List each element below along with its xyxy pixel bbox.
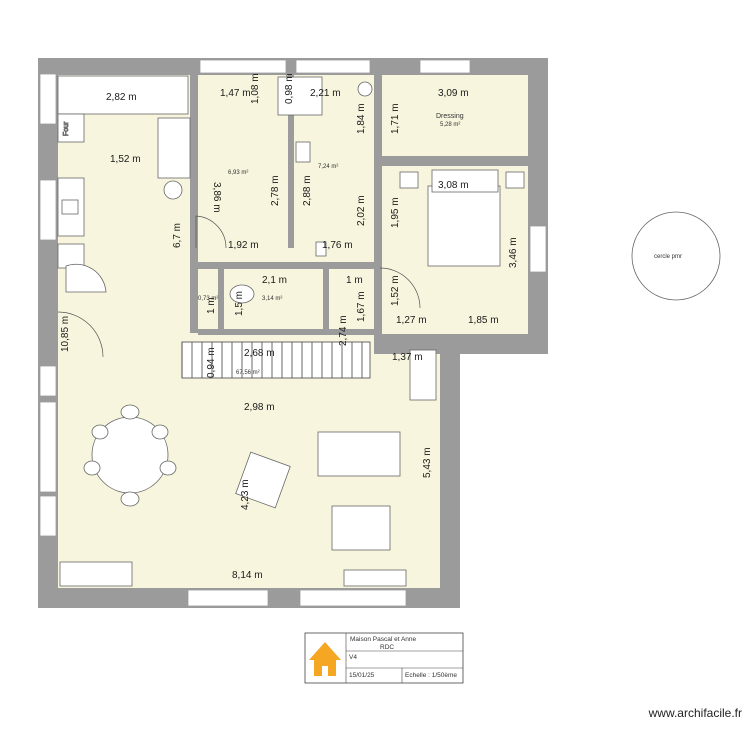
- stair-treads: [181, 342, 363, 378]
- dim-1-84: 1,84 m: [356, 103, 367, 134]
- area-dressing: 5,28 m²: [440, 122, 460, 128]
- dim-2-68: 2,68 m: [244, 348, 275, 359]
- dim-1-m-a: 1 m: [346, 275, 363, 286]
- dimension-labels: 2,82 m 1,52 m 1,47 m 1,08 m 0,98 m 2,21 …: [60, 73, 519, 581]
- dim-1-m-b: 1 m: [206, 297, 217, 314]
- dim-10-85: 10,85 m: [60, 316, 71, 352]
- dim-1-92: 1,92 m: [228, 240, 259, 251]
- area-room-1: 6,93 m²: [228, 170, 248, 176]
- interior-walls: [190, 75, 528, 354]
- dim-3-09: 3,09 m: [438, 88, 469, 99]
- title-line-1: Maison Pascal et Anne: [350, 636, 417, 643]
- dim-1-71: 1,71 m: [390, 103, 401, 134]
- living-furniture: [59, 349, 437, 587]
- area-labels: 6,93 m² 7,24 m² 5,28 m² 0,73 m² 3,14 m² …: [198, 113, 464, 376]
- cercle-pmr: cercle pmr: [631, 211, 721, 301]
- title-line-2: RDC: [380, 644, 394, 651]
- dim-5-43: 5,43 m: [422, 447, 433, 478]
- dim-1-95: 1,95 m: [390, 197, 401, 228]
- dim-2-1: 2,1 m: [262, 275, 287, 286]
- dim-2-82: 2,82 m: [106, 92, 137, 103]
- dim-1-52-b: 1,52 m: [390, 275, 401, 306]
- cercle-pmr-label: cercle pmr: [654, 254, 682, 260]
- dim-3-08: 3,08 m: [438, 180, 469, 191]
- dim-3-86: 3,86 m: [211, 182, 222, 213]
- version: V4: [349, 654, 357, 661]
- dressing-label: Dressing: [436, 113, 464, 120]
- watermark: www.archifacile.fr: [648, 706, 742, 720]
- dim-2-21: 2,21 m: [310, 88, 341, 99]
- dim-1-27: 1,27 m: [396, 315, 427, 326]
- dim-1-76: 1,76 m: [322, 240, 353, 251]
- bathroom-fixtures: [229, 76, 373, 304]
- windows: [39, 59, 547, 607]
- area-room-2: 7,24 m²: [318, 164, 338, 170]
- dim-6-7: 6,7 m: [172, 223, 183, 248]
- dim-2-88: 2,88 m: [302, 175, 313, 206]
- title-block: Maison Pascal et Anne RDC V4 15/01/25 Ec…: [304, 632, 464, 684]
- date: 15/01/25: [349, 672, 375, 679]
- dim-1-08: 1,08 m: [250, 73, 261, 104]
- bedroom: [399, 169, 525, 267]
- dim-1-47: 1,47 m: [220, 88, 251, 99]
- dim-1-67: 1,67 m: [356, 291, 367, 322]
- dim-0-94: 0,94 m: [206, 347, 217, 378]
- dim-2-74: 2,74 m: [338, 315, 349, 346]
- dim-1-85: 1,85 m: [468, 315, 499, 326]
- dim-8-14: 8,14 m: [232, 570, 263, 581]
- house-logo-icon: [309, 642, 341, 676]
- dim-4-23: 4,23 m: [240, 479, 251, 510]
- dim-2-02: 2,02 m: [356, 195, 367, 226]
- scale: Echelle : 1/50ème: [405, 672, 457, 679]
- dim-1-52: 1,52 m: [110, 154, 141, 165]
- oven-label: Four: [63, 121, 70, 136]
- dim-1-37: 1,37 m: [392, 352, 423, 363]
- area-bath: 3,14 m²: [262, 296, 282, 302]
- dim-1-5: 1,5 m: [234, 291, 245, 316]
- dim-0-98: 0,98 m: [284, 73, 295, 104]
- door-swings: [57, 215, 421, 358]
- dim-2-78: 2,78 m: [270, 175, 281, 206]
- area-living: 67,56 m²: [236, 370, 260, 376]
- kitchen: Four: [57, 75, 191, 293]
- dim-2-98: 2,98 m: [244, 402, 275, 413]
- dim-3-46: 3,46 m: [508, 237, 519, 268]
- area-wc: 0,73 m²: [198, 296, 218, 302]
